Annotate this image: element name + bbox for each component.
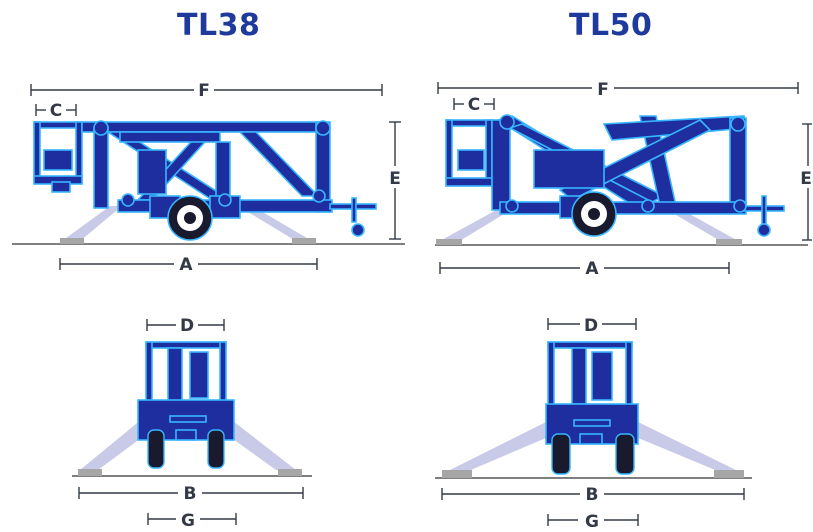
tl38-dim-b: B — [78, 484, 304, 504]
tl38-dim-b-label: B — [184, 484, 197, 504]
tl38-dim-c-label: C — [50, 101, 62, 121]
tl38-dim-a-label: A — [179, 255, 193, 275]
tl38-dim-d: D — [146, 316, 225, 336]
tl50-dim-e: E — [800, 123, 812, 241]
tl38-rear-view-drawing — [72, 341, 312, 477]
tl50-dim-c: C — [453, 95, 495, 115]
tl50-dim-g-label: G — [585, 512, 599, 532]
tl38-dim-e: E — [389, 121, 401, 240]
tl50-dim-f: F — [437, 80, 799, 100]
tl38-dim-d-label: D — [180, 316, 194, 336]
tl50-dim-d: D — [547, 316, 637, 336]
tl50-model-title: TL50 — [569, 8, 653, 43]
tl50-rear-view-drawing — [435, 341, 752, 479]
tl38-dim-f: F — [30, 81, 383, 101]
tl50-side-view-drawing — [435, 114, 808, 246]
tl50-dim-g: G — [547, 512, 639, 532]
tl38-dim-f-label: F — [198, 81, 210, 101]
tl50-dim-b: B — [441, 485, 745, 505]
tl38-dim-e-label: E — [389, 169, 401, 189]
tl50-dim-b-label: B — [586, 485, 599, 505]
tl38-model-title: TL38 — [177, 8, 261, 43]
tl38-side-view-drawing — [12, 120, 405, 245]
tl38-dim-g: G — [147, 511, 237, 531]
tl50-dim-e-label: E — [800, 169, 812, 189]
tl50-dim-a: A — [439, 259, 730, 279]
tl38-dim-c: C — [35, 101, 77, 121]
tl50-dim-c-label: C — [468, 95, 480, 115]
tl50-dim-d-label: D — [584, 316, 598, 336]
tl38-dim-a: A — [59, 255, 318, 275]
tl50-dim-f-label: F — [597, 80, 609, 100]
tl50-dim-a-label: A — [585, 259, 599, 279]
tl38-dim-g-label: G — [181, 511, 195, 531]
